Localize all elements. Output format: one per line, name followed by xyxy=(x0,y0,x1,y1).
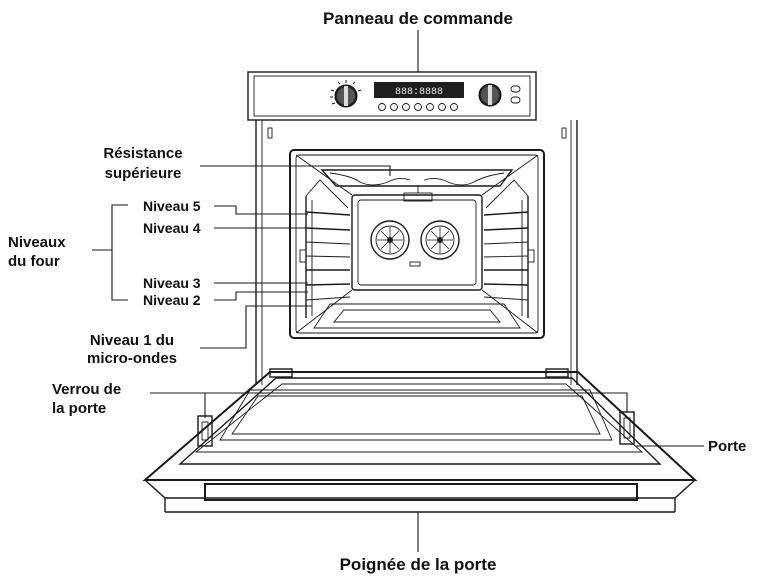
function-knob-icon xyxy=(330,80,362,108)
oven-door xyxy=(142,368,698,513)
label-door-lock-line2: la porte xyxy=(52,400,106,417)
door-hinge-right xyxy=(545,368,569,378)
door-handle xyxy=(204,483,638,501)
convection-fan-left-icon xyxy=(370,220,410,260)
leader-top-element xyxy=(200,165,391,176)
oven-body xyxy=(247,71,578,385)
label-level-4: Niveau 4 xyxy=(143,220,201,236)
label-control-panel: Panneau de commande xyxy=(323,9,513,28)
door-inner-frame xyxy=(178,377,662,465)
leader-oven-levels-bracket xyxy=(111,204,128,301)
leader-lines xyxy=(92,30,704,552)
hinge-slot-right xyxy=(561,127,567,139)
control-panel: 888:8888 xyxy=(330,80,521,111)
display-screen xyxy=(374,82,464,98)
label-level-2: Niveau 2 xyxy=(143,292,201,308)
leader-level-2 xyxy=(214,291,308,301)
label-microwave-level-line2: micro-ondes xyxy=(87,350,177,367)
label-top-element-line2: supérieure xyxy=(105,165,182,182)
label-microwave-level-line1: Niveau 1 du xyxy=(90,332,174,349)
label-top-element-line1: Résistance xyxy=(103,145,182,162)
temperature-knob-icon xyxy=(478,83,502,107)
control-panel-face xyxy=(253,75,531,117)
label-oven-levels-line2: du four xyxy=(8,253,60,270)
display-text: 888:8888 xyxy=(395,87,443,98)
right-rack-rails xyxy=(483,179,535,318)
label-door-handle: Poignée de la porte xyxy=(340,555,497,574)
door-glass xyxy=(219,389,613,441)
label-door-lock-line1: Verrou de xyxy=(52,381,121,398)
label-level-5: Niveau 5 xyxy=(143,198,201,214)
control-panel-box xyxy=(247,71,537,121)
left-rack-rails xyxy=(299,179,351,318)
leader-level-5 xyxy=(214,205,308,215)
label-oven-levels-line1: Niveaux xyxy=(8,234,66,251)
door-hinge-left xyxy=(269,368,293,378)
oven-cavity xyxy=(289,149,545,339)
leader-microwave-level xyxy=(200,305,312,349)
hinge-slot-left xyxy=(267,127,273,139)
small-button-top xyxy=(510,85,521,93)
labels: Panneau de commande Résistance supérieur… xyxy=(8,9,746,574)
top-heating-element xyxy=(320,169,514,202)
label-level-3: Niveau 3 xyxy=(143,275,201,291)
panel-buttons xyxy=(378,103,458,111)
door-edge xyxy=(144,479,696,499)
back-wall xyxy=(351,194,483,291)
cavity-floor xyxy=(313,303,521,329)
leader-door-lock xyxy=(150,392,206,418)
label-door: Porte xyxy=(708,438,746,455)
convection-fan-right-icon xyxy=(420,220,460,260)
small-button-bottom xyxy=(510,96,521,104)
